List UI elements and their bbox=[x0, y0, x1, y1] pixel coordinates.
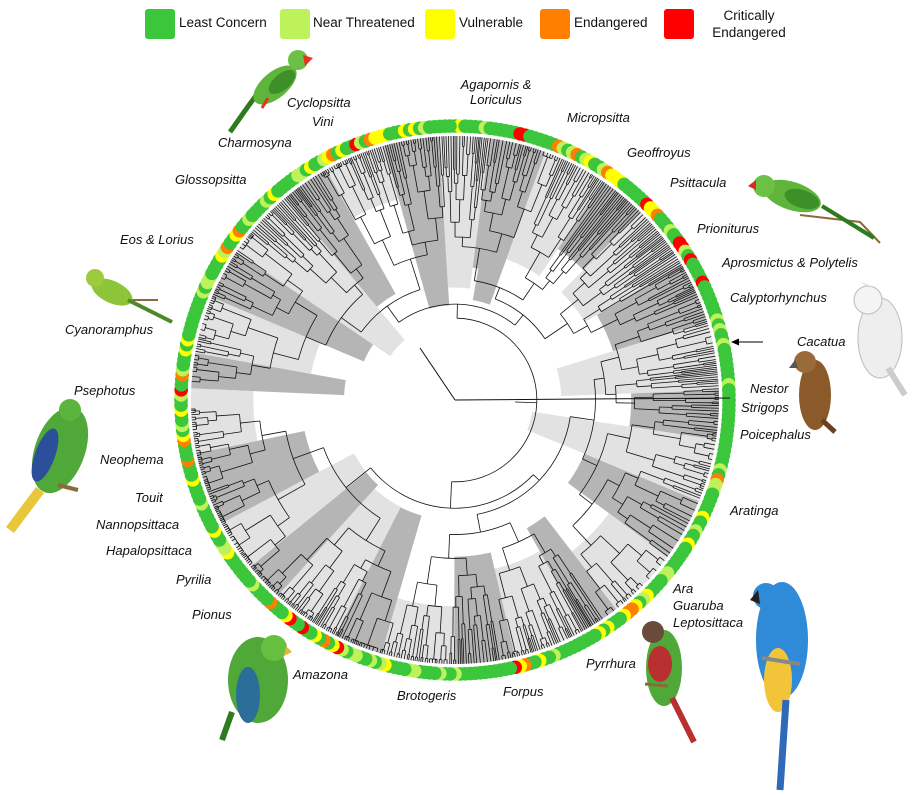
genus-label-cyanoramphus: Cyanoramphus bbox=[65, 322, 153, 337]
genus-label-ara: Ara bbox=[673, 581, 693, 596]
genus-label-aprosmictus: Aprosmictus & Polytelis bbox=[722, 255, 858, 270]
genus-label-charmosyna: Charmosyna bbox=[218, 135, 292, 150]
genus-label-glossopsitta: Glossopsitta bbox=[175, 172, 247, 187]
genus-label-prioniturus: Prioniturus bbox=[697, 221, 759, 236]
pyrrhura-conure-illustration bbox=[642, 621, 694, 742]
genus-label-psittacula: Psittacula bbox=[670, 175, 726, 190]
genus-label-nannopsittaca: Nannopsittaca bbox=[96, 517, 179, 532]
genus-label-aratinga: Aratinga bbox=[730, 503, 778, 518]
genus-label-line2: Loriculus bbox=[470, 92, 522, 107]
psittacula-parakeet-illustration bbox=[748, 173, 880, 243]
genus-label-neophema: Neophema bbox=[100, 452, 164, 467]
genus-label-cacatua: Cacatua bbox=[797, 334, 845, 349]
genus-label-leptosittaca: Leptosittaca bbox=[673, 615, 743, 630]
charmosyna-parrot-illustration bbox=[230, 50, 313, 132]
genus-label-eos-lorius: Eos & Lorius bbox=[120, 232, 194, 247]
genus-label-cyclopsitta: Cyclopsitta bbox=[287, 95, 351, 110]
genus-label-hapalopsittaca: Hapalopsittaca bbox=[106, 543, 192, 558]
genus-label-vini: Vini bbox=[312, 114, 333, 129]
cyanoramphus-parakeet-illustration bbox=[86, 269, 172, 322]
genus-label-line1: Agapornis & bbox=[461, 77, 532, 92]
genus-label-psephotus: Psephotus bbox=[74, 383, 135, 398]
psephotus-parrot-illustration bbox=[10, 399, 99, 530]
genus-label-amazona: Amazona bbox=[293, 667, 348, 682]
genus-label-micropsitta: Micropsitta bbox=[567, 110, 630, 125]
genus-label-strigops: Strigops bbox=[741, 400, 789, 415]
genus-label-guaruba: Guaruba bbox=[673, 598, 724, 613]
genus-label-forpus: Forpus bbox=[503, 684, 543, 699]
genus-label-geoffroyus: Geoffroyus bbox=[627, 145, 691, 160]
amazona-parrot-illustration bbox=[222, 635, 292, 740]
genus-label-calyptorhynchus: Calyptorhynchus bbox=[730, 290, 827, 305]
genus-label-nestor: Nestor bbox=[750, 381, 788, 396]
nestor-kaka-illustration bbox=[789, 351, 835, 432]
genus-label-pionus: Pionus bbox=[192, 607, 232, 622]
genus-label-pyrilia: Pyrilia bbox=[176, 572, 211, 587]
genus-label-brotogeris: Brotogeris bbox=[397, 688, 456, 703]
cacatua-cockatoo-illustration bbox=[854, 282, 905, 395]
genus-label-touit: Touit bbox=[135, 490, 163, 505]
genus-label-agapornis: Agapornis & Loriculus bbox=[446, 77, 546, 107]
ara-macaw-illustration bbox=[750, 582, 808, 790]
genus-label-poicephalus: Poicephalus bbox=[740, 427, 811, 442]
genus-label-pyrrhura: Pyrrhura bbox=[586, 656, 636, 671]
